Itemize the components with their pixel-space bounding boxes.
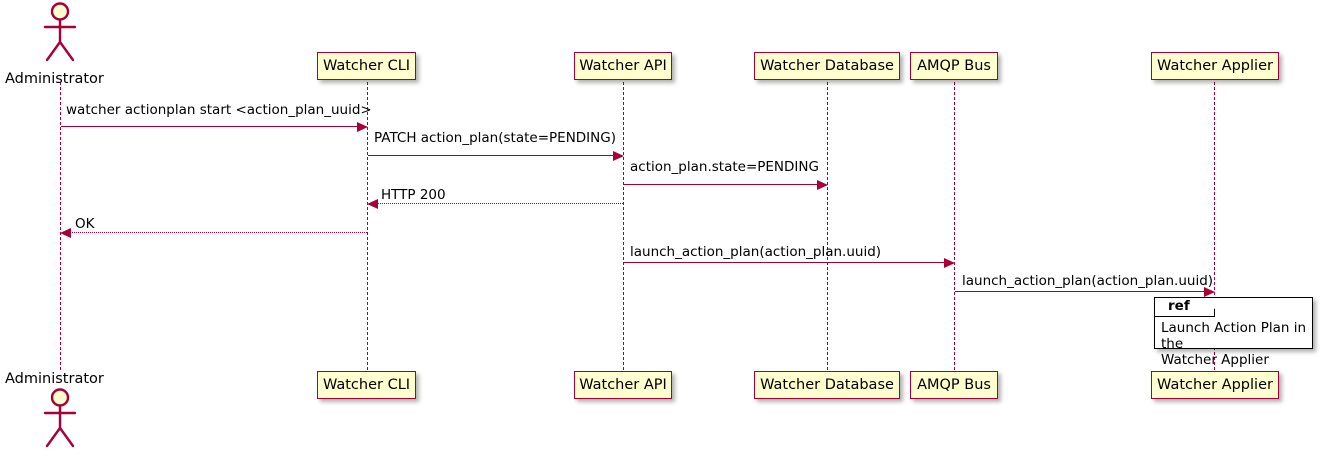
message-line-m1 (61, 126, 359, 127)
message-label-m3: action_plan.state=PENDING (630, 159, 819, 175)
ref-fragment-line-1: Launch Action Plan in the (1161, 320, 1307, 352)
ref-fragment-tab: ref (1155, 298, 1215, 317)
actor-administrator-top[interactable] (38, 2, 82, 68)
message-label-m2: PATCH action_plan(state=PENDING) (374, 130, 616, 146)
message-arrowhead-m3 (817, 179, 828, 190)
participant-label: Watcher Database (760, 376, 894, 393)
participant-watcher-database-bottom[interactable]: Watcher Database (754, 371, 900, 399)
lifeline-amqp-bus (954, 82, 955, 370)
actor-figure-icon (43, 2, 77, 62)
message-line-m2 (368, 155, 615, 156)
message-arrowhead-m7 (1204, 286, 1215, 297)
participant-watcher-api-top[interactable]: Watcher API (574, 52, 672, 80)
message-line-m5 (69, 232, 367, 233)
participant-label: Watcher Applier (1157, 57, 1273, 74)
message-arrowhead-m5 (60, 227, 71, 238)
message-line-m3 (624, 184, 819, 185)
participant-amqp-bus-top[interactable]: AMQP Bus (910, 52, 998, 80)
lifeline-watcher-api (623, 82, 624, 370)
actor-label-administrator-top: Administrator (5, 71, 104, 87)
message-label-m6: launch_action_plan(action_plan.uuid) (630, 244, 882, 260)
message-arrowhead-m4 (367, 198, 378, 209)
participant-watcher-api-bottom[interactable]: Watcher API (574, 371, 672, 399)
participant-label: AMQP Bus (917, 376, 991, 393)
message-line-m7 (955, 291, 1206, 292)
actor-figure-icon (43, 388, 77, 448)
message-line-m4 (376, 203, 623, 204)
participant-label: AMQP Bus (917, 57, 991, 74)
participant-label: Watcher API (579, 57, 667, 74)
participant-label: Watcher CLI (322, 376, 411, 393)
lifeline-watcher-database (827, 82, 828, 370)
participant-watcher-cli-top[interactable]: Watcher CLI (317, 52, 416, 80)
message-label-m4: HTTP 200 (381, 187, 446, 203)
lifeline-administrator (60, 82, 61, 370)
ref-fragment-line-2: Watcher Applier (1161, 352, 1269, 368)
message-arrowhead-m2 (613, 150, 624, 161)
participant-watcher-applier-top[interactable]: Watcher Applier (1151, 52, 1279, 80)
message-label-m5: OK (75, 216, 95, 232)
actor-administrator-bottom[interactable] (38, 388, 82, 454)
participant-watcher-cli-bottom[interactable]: Watcher CLI (317, 371, 416, 399)
participant-watcher-database-top[interactable]: Watcher Database (754, 52, 900, 80)
message-label-m1: watcher actionplan start <action_plan_uu… (66, 102, 372, 118)
participant-label: Watcher CLI (322, 57, 411, 74)
message-line-m6 (624, 262, 946, 263)
participant-label: Watcher API (579, 376, 667, 393)
ref-fragment-keyword: ref (1168, 298, 1190, 315)
message-arrowhead-m1 (357, 121, 368, 132)
lifeline-watcher-cli (367, 82, 368, 370)
participant-amqp-bus-bottom[interactable]: AMQP Bus (910, 371, 998, 399)
ref-fragment[interactable]: ref Launch Action Plan in the Watcher Ap… (1154, 297, 1313, 368)
message-arrowhead-m6 (944, 257, 955, 268)
participant-label: Watcher Applier (1157, 376, 1273, 393)
actor-label-administrator-bottom: Administrator (5, 371, 104, 387)
participant-watcher-applier-bottom[interactable]: Watcher Applier (1151, 371, 1279, 399)
lifeline-watcher-applier (1214, 82, 1215, 370)
ref-fragment-body: Launch Action Plan in the Watcher Applie… (1161, 320, 1307, 368)
message-label-m7: launch_action_plan(action_plan.uuid) (962, 273, 1214, 289)
participant-label: Watcher Database (760, 57, 894, 74)
